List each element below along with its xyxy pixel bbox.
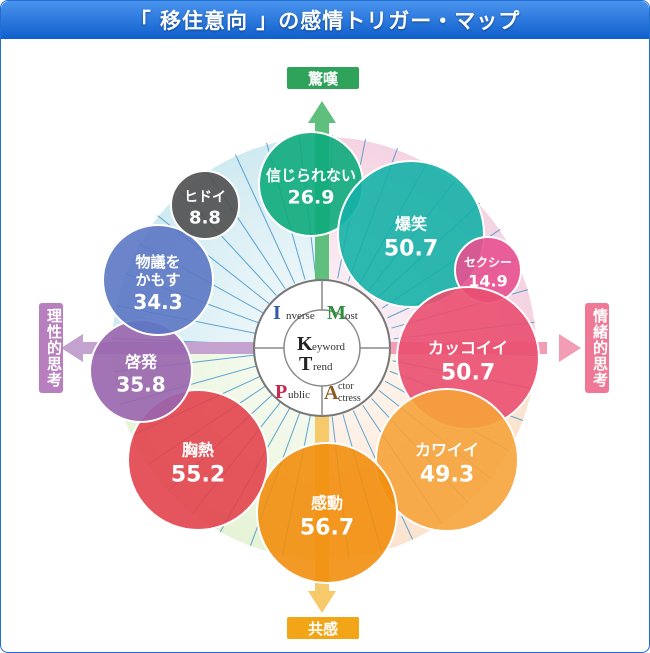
keyword-trend-center: I nverse M ost K eyword T rend P ublic A… (253, 279, 391, 417)
bubble-value: 34.3 (133, 290, 182, 314)
bubble-value: 8.8 (189, 208, 221, 229)
bubble-label: 信じられない (266, 167, 356, 185)
axis-bottom-label: 共感 (287, 617, 359, 639)
bubble-circle (102, 224, 214, 336)
public-rest: ublic (288, 389, 310, 401)
axis-top-text: 驚嘆 (307, 69, 338, 88)
bubble-kandou: 感動 56.7 (256, 442, 398, 584)
bubble-value: 49.3 (420, 463, 474, 488)
axis-right-label: 情緒的思考 (585, 303, 609, 393)
bubble-value: 26.9 (288, 187, 335, 209)
bubble-value: 35.8 (116, 373, 165, 397)
axis-top-label: 驚嘆 (287, 67, 359, 89)
bubble-label: カワイイ (415, 441, 479, 460)
bubble-circle (256, 442, 398, 584)
most-initial: M (327, 302, 346, 324)
actor-initial: A (324, 382, 339, 404)
title-bar: 「 移住意向 」の感情トリガー・マップ (1, 1, 649, 39)
bubble-label: 爆笑 (395, 215, 427, 234)
actor-rest: ctor (338, 381, 354, 392)
bubble-value: 56.7 (300, 516, 354, 541)
inverse-initial: I (273, 302, 281, 324)
bubble-kawaii: カワイイ 49.3 (375, 388, 519, 532)
inverse-rest: nverse (286, 310, 315, 322)
bubble-label: セクシー (464, 256, 512, 270)
background-ray (234, 154, 296, 284)
keyword-rest: eyword (312, 341, 345, 353)
axis-left-label: 理性的思考 (39, 303, 63, 393)
bubble-label: 物議を (135, 253, 180, 271)
bubble-label: カッコイイ (428, 339, 508, 358)
bubble-label: 胸熱 (182, 441, 214, 460)
axis-left-text: 理性的思考 (45, 308, 63, 388)
axis-bottom-text: 共感 (307, 619, 338, 638)
bubble-circle (337, 160, 485, 308)
page-title: 「 移住意向 」の感情トリガー・マップ (129, 9, 521, 33)
bubble-value: 55.2 (171, 463, 225, 488)
bubble-value: 50.7 (441, 361, 495, 386)
bubble-hidoi: ヒドイ 8.8 (170, 170, 240, 240)
bubble-label: 啓発 (125, 353, 158, 372)
public-initial: P (275, 381, 287, 403)
keyword-initial: K (297, 333, 313, 355)
bubble-circle (170, 170, 240, 240)
most-rest: ost (345, 310, 358, 322)
trend-initial: T (299, 353, 313, 375)
bubble-value: 50.7 (384, 237, 438, 262)
actress-rest: ctress (338, 393, 361, 404)
bubble-circle (127, 389, 269, 531)
bubble-circle (375, 388, 519, 532)
bubble-kyounetsu: 胸熱 55.2 (127, 389, 269, 531)
axis-right-text: 情緒的思考 (591, 308, 609, 388)
bubble-shinjirarenai: 信じられない 26.9 (258, 131, 364, 237)
bubble-label: かもす (135, 271, 180, 289)
bubble-bakushou: 爆笑 50.7 (337, 160, 485, 308)
trend-rest: rend (313, 361, 333, 373)
bubble-label: 感動 (311, 494, 343, 513)
bubble-value: 14.9 (468, 272, 507, 291)
bubble-label: ヒドイ (184, 190, 226, 206)
